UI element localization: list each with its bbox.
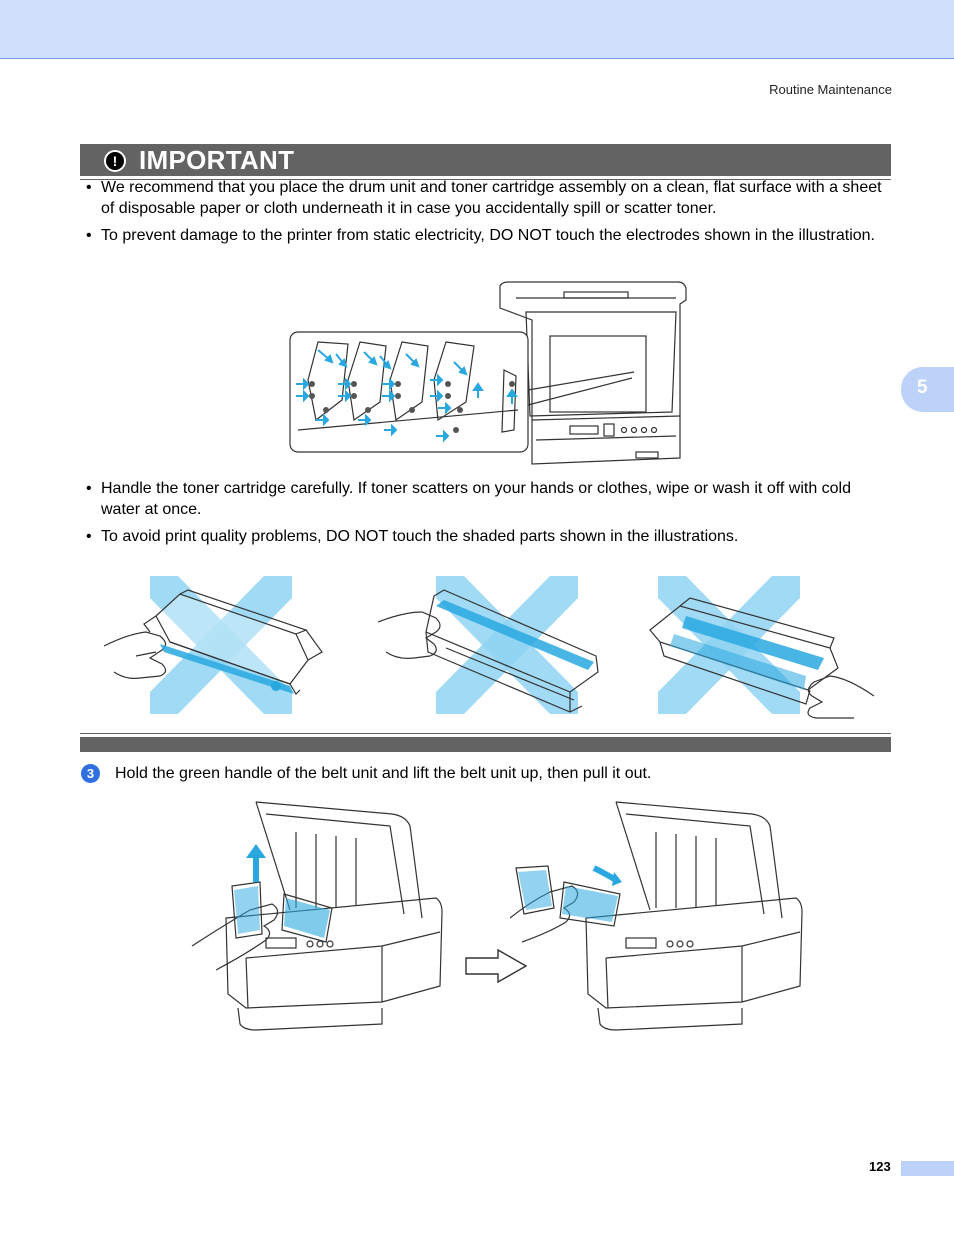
important-banner: [80, 144, 891, 176]
banner-rule: [80, 179, 891, 180]
bullet-item: • To prevent damage to the printer from …: [86, 226, 892, 247]
header-band: [0, 0, 954, 59]
running-header: Routine Maintenance: [769, 82, 892, 97]
belt-unit-lift-illustration: [191, 801, 443, 1031]
bullet-marker: •: [86, 179, 92, 196]
bullet-text: To avoid print quality problems, DO NOT …: [101, 528, 739, 545]
step-instruction: Hold the green handle of the belt unit a…: [115, 765, 652, 782]
bullet-marker: •: [86, 480, 92, 497]
important-end-bar: [80, 737, 891, 752]
banner-end-rule: [80, 733, 891, 734]
bullet-marker: •: [86, 528, 92, 545]
bullet-item: • To avoid print quality problems, DO NO…: [86, 527, 892, 548]
drum-unit-do-not-touch: [377, 576, 599, 714]
exclamation-icon: !: [104, 150, 126, 172]
chapter-tab: 5: [901, 367, 954, 412]
chapter-number: 5: [917, 377, 928, 398]
toner-cartridge-do-not-touch: [103, 576, 323, 714]
bullet-marker: •: [86, 227, 92, 244]
bullet-item: • We recommend that you place the drum u…: [86, 178, 892, 219]
page-number: 123: [869, 1159, 891, 1174]
belt-unit-pull-out-illustration: [510, 801, 803, 1031]
drum-unit-underside-do-not-touch: [649, 576, 875, 719]
arrow-right-icon: [465, 948, 528, 984]
electrode-illustration: [289, 281, 687, 465]
bullet-text: We recommend that you place the drum uni…: [101, 179, 882, 217]
bullet-text: To prevent damage to the printer from st…: [101, 227, 875, 244]
bullet-text: Handle the toner cartridge carefully. If…: [101, 480, 852, 518]
important-title: IMPORTANT: [139, 145, 295, 175]
step-number-badge: 3: [81, 764, 100, 783]
bullet-item: • Handle the toner cartridge carefully. …: [86, 479, 892, 520]
page-tab: [901, 1161, 954, 1176]
